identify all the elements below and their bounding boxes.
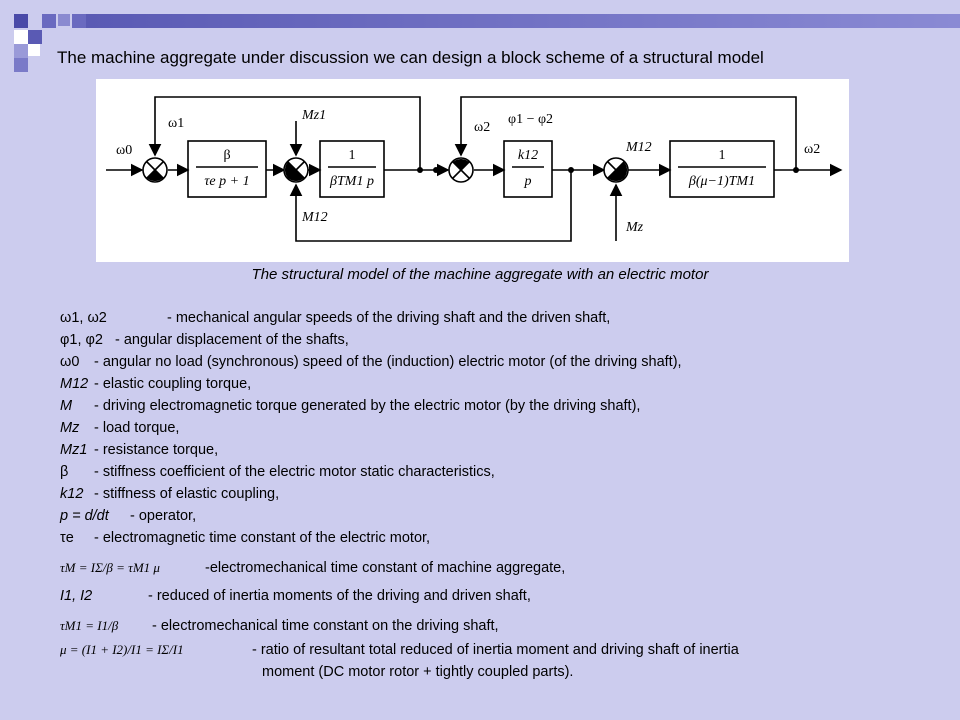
definition-row: M - driving electromagnetic torque gener… <box>60 396 640 416</box>
label-omega1: ω1 <box>168 116 184 131</box>
definition-row: p = d/dt - operator, <box>60 506 196 526</box>
definition-symbol: k12 <box>60 486 84 502</box>
decor-square <box>28 44 40 56</box>
definition-symbol: μ = (I1 + I2)/I1 = IΣ/I1 <box>60 642 184 657</box>
decor-square <box>14 44 28 58</box>
decor-square <box>58 14 70 26</box>
definition-text: - resistance torque, <box>94 442 219 458</box>
definition-text: - reduced of inertia moments of the driv… <box>148 588 531 604</box>
definition-text: - operator, <box>130 508 197 524</box>
label-m12-top: M12 <box>625 140 652 155</box>
definition-row: μ = (I1 + I2)/I1 = IΣ/I1 - ratio of resu… <box>60 640 739 660</box>
definition-text: - elastic coupling torque, <box>94 376 252 392</box>
definition-symbol: M12 <box>60 376 89 392</box>
definition-symbol: τe <box>60 530 74 546</box>
definition-text: - mechanical angular speeds of the drivi… <box>167 310 611 326</box>
definition-symbol: ω0 <box>60 354 80 370</box>
definition-row: τM1 = I1/β - electromechanical time cons… <box>60 616 499 636</box>
definition-text: moment (DC motor rotor + tightly coupled… <box>262 664 574 680</box>
definition-row: k12 - stiffness of elastic coupling, <box>60 484 279 504</box>
block4-numerator: 1 <box>719 148 726 163</box>
definition-row: I1, I2 - reduced of inertia moments of t… <box>60 586 531 606</box>
label-m12-bottom: M12 <box>301 210 328 225</box>
decor-square <box>72 14 86 28</box>
definition-text: - angular displacement of the shafts, <box>115 332 349 348</box>
slide-title: The machine aggregate under discussion w… <box>57 48 764 67</box>
definition-symbol: ω1, ω2 <box>60 310 107 326</box>
definition-row: ω1, ω2 - mechanical angular speeds of th… <box>60 308 610 328</box>
label-omega0: ω0 <box>116 143 132 158</box>
definition-row: τM = IΣ/β = τM1 μ -electromechanical tim… <box>60 558 565 578</box>
label-omega2-b: ω2 <box>804 142 820 157</box>
definition-text: - electromagnetic time constant of the e… <box>94 530 431 546</box>
definition-text: - load torque, <box>94 420 180 436</box>
definition-row: Mz1 - resistance torque, <box>60 440 218 460</box>
block3-numerator: k12 <box>518 148 538 163</box>
diagram-caption: The structural model of the machine aggr… <box>251 266 709 283</box>
decor-square <box>14 14 28 28</box>
decor-bar <box>86 14 960 28</box>
definition-symbol: Mz <box>60 420 80 436</box>
definition-text: - ratio of resultant total reduced of in… <box>252 642 739 658</box>
definition-symbol: β <box>60 464 69 480</box>
definition-row: Mz - load torque, <box>60 418 179 438</box>
definition-text: - stiffness of elastic coupling, <box>94 486 280 502</box>
definition-symbol: τM = IΣ/β = τM1 μ <box>60 560 160 575</box>
definition-row: ω0 - angular no load (synchronous) speed… <box>60 352 682 372</box>
definition-symbol: Mz1 <box>60 442 88 458</box>
definition-text: - electromechanical time constant on the… <box>152 618 499 634</box>
definition-row: β - stiffness coefficient of the electri… <box>60 462 495 482</box>
block2-denominator: βTM1 p <box>329 174 374 189</box>
definition-text: - stiffness coefficient of the electric … <box>94 464 495 480</box>
label-omega2-a: ω2 <box>474 120 490 135</box>
definition-row: φ1, φ2 - angular displacement of the sha… <box>60 330 349 350</box>
definition-text: - driving electromagnetic torque generat… <box>94 398 641 414</box>
block1-denominator: τe p + 1 <box>204 174 249 189</box>
block4-denominator: β(μ−1)TM1 <box>688 174 755 189</box>
definition-text: -electromechanical time constant of mach… <box>205 560 566 576</box>
structural-model-diagram: ω0 ω1 ω2 ω2 φ1 − φ2 Mz1 M12 M12 Mz β τe … <box>106 96 843 242</box>
block-diagram: ω0 ω1 ω2 ω2 φ1 − φ2 Mz1 M12 M12 Mz β τe … <box>96 79 849 262</box>
definition-symbol: τM1 = I1/β <box>60 618 119 633</box>
definition-symbol: I1, I2 <box>60 588 93 604</box>
block2-numerator: 1 <box>349 148 356 163</box>
decor-square <box>28 30 42 44</box>
definition-symbol: M <box>60 398 73 414</box>
block1-numerator: β <box>223 148 230 163</box>
block3-denominator: p <box>524 174 532 189</box>
decor-square <box>14 30 28 44</box>
decor-square <box>42 14 56 28</box>
definition-row: M12 - elastic coupling torque, <box>60 374 251 394</box>
definition-text: - angular no load (synchronous) speed of… <box>94 354 682 370</box>
definition-symbol: p = d/dt <box>60 508 109 524</box>
label-mz1: Mz1 <box>301 108 326 123</box>
label-phi-diff: φ1 − φ2 <box>508 112 553 127</box>
label-mz: Mz <box>625 220 644 235</box>
definition-row: τe - electromagnetic time constant of th… <box>60 528 430 548</box>
definition-symbol: φ1, φ2 <box>60 332 103 348</box>
decor-square <box>14 58 28 72</box>
